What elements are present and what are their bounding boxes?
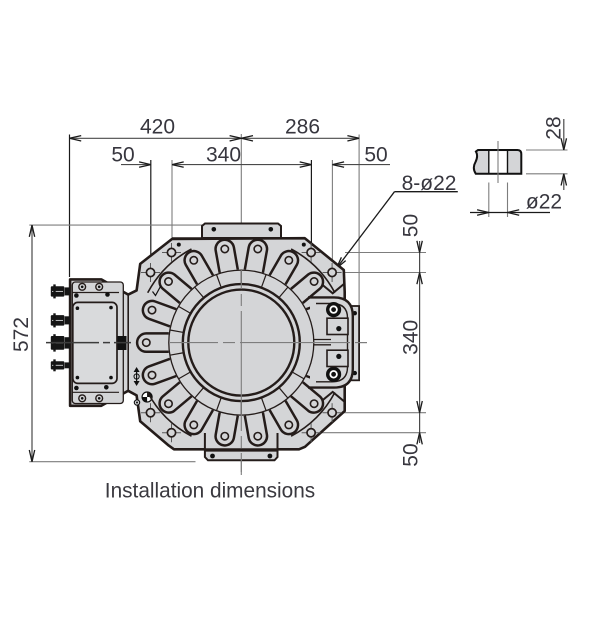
svg-text:8-ø22: 8-ø22: [402, 172, 457, 195]
svg-text:28: 28: [542, 116, 565, 139]
svg-text:340: 340: [206, 144, 241, 167]
svg-text:286: 286: [285, 115, 320, 138]
svg-text:50: 50: [364, 144, 387, 167]
svg-text:572: 572: [10, 317, 33, 352]
svg-text:340: 340: [399, 320, 422, 355]
svg-text:ø22: ø22: [526, 191, 562, 214]
svg-text:420: 420: [140, 115, 175, 138]
svg-text:Installation dimensions: Installation dimensions: [105, 480, 315, 503]
svg-text:50: 50: [399, 443, 422, 466]
svg-text:50: 50: [111, 144, 134, 167]
svg-text:50: 50: [399, 214, 422, 237]
